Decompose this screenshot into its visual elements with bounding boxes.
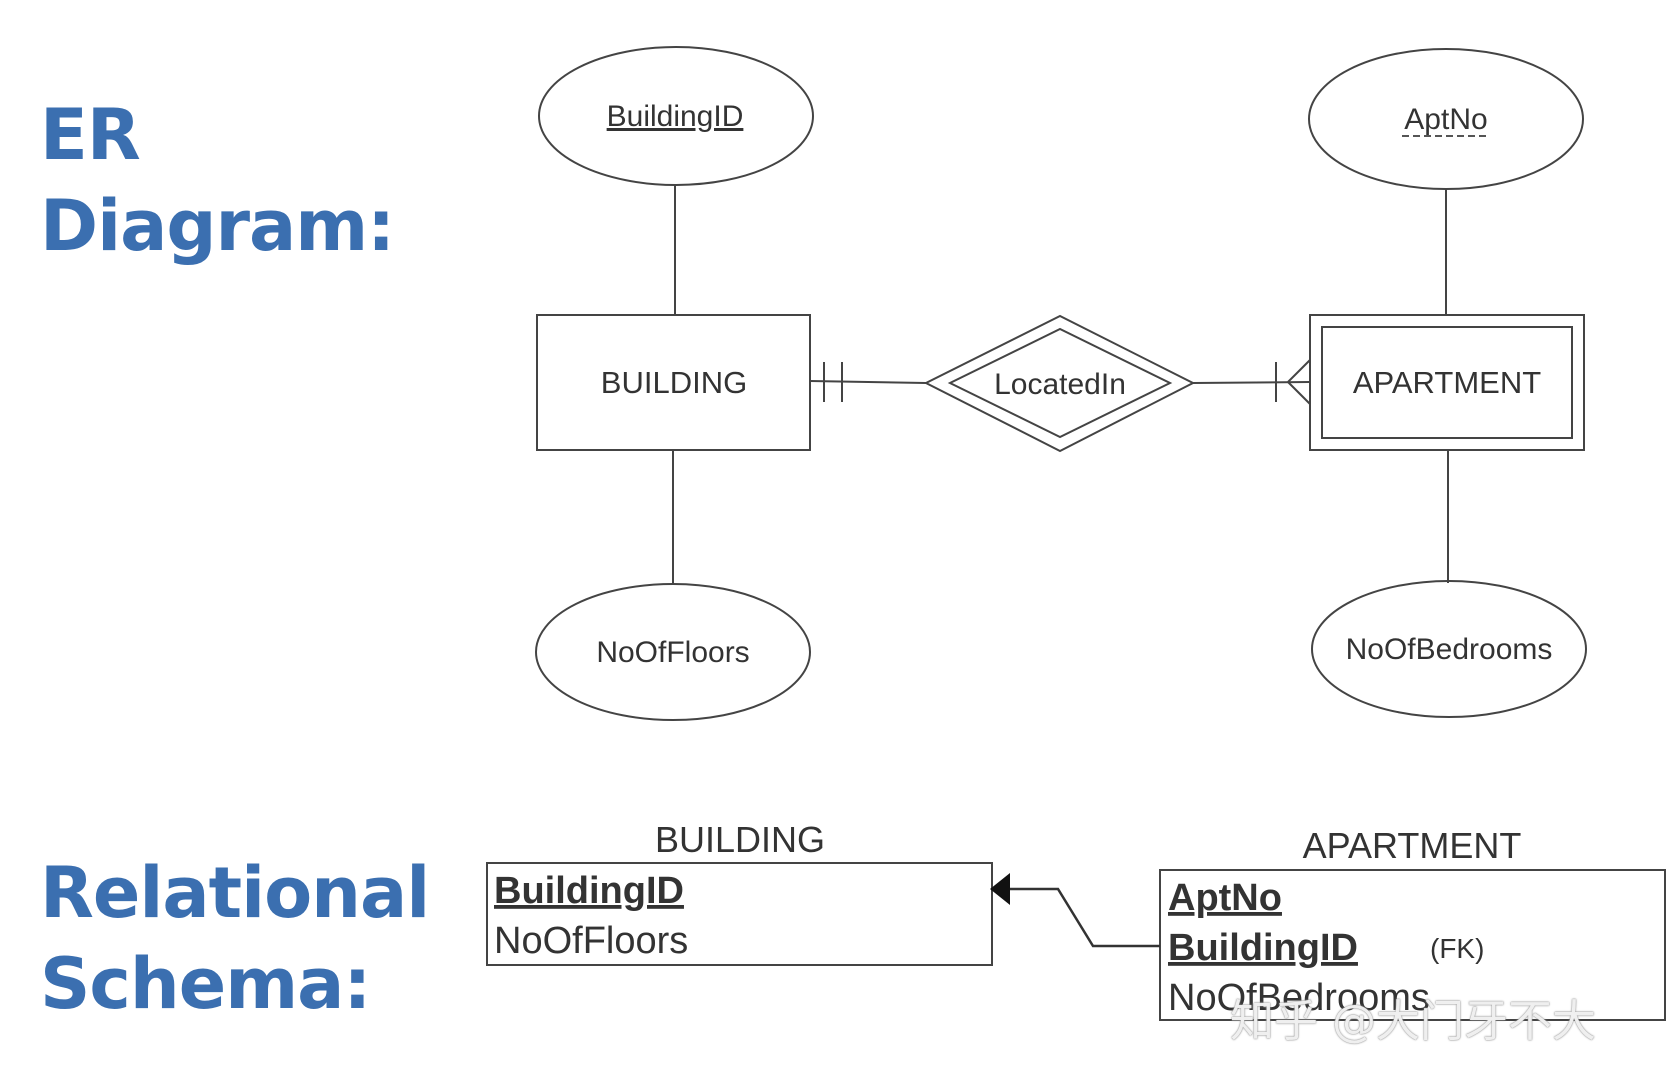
apartment-entity-outer — [1309, 314, 1585, 451]
crowfoot-lower — [1287, 381, 1311, 405]
located-in-relationship-label: LocatedIn — [994, 368, 1126, 401]
watermark-text: 知乎 @大门牙不大 — [1230, 996, 1596, 1047]
apartment-table-field: NoOfBedrooms — [1168, 977, 1430, 1019]
no-of-floors-attribute: NoOfFloors — [596, 636, 749, 669]
building-id-attribute: BuildingID — [607, 100, 744, 133]
building-entity-label: BUILDING — [601, 365, 747, 400]
foreign-key-note: (FK) — [1430, 933, 1484, 964]
located-in-diamond-inner — [947, 327, 1173, 439]
no-of-bedrooms-ellipse — [1311, 580, 1587, 718]
foreign-key-reference-line — [1008, 887, 1160, 948]
located-in-diamond-outer — [923, 314, 1196, 453]
er-diagram-heading: ER Diagram: — [40, 90, 395, 272]
building-id-ellipse — [538, 46, 814, 186]
no-of-bedrooms-attribute: NoOfBedrooms — [1346, 633, 1553, 666]
er-heading-line-2: Diagram: — [40, 185, 395, 267]
building-table-field: NoOfFloors — [494, 920, 688, 962]
building-entity-box — [536, 314, 811, 451]
relational-heading-line-2: Schema: — [40, 943, 371, 1025]
building-table-title: BUILDING — [655, 819, 825, 860]
building-relationship-line — [809, 380, 927, 384]
apartment-entity-label: APARTMENT — [1353, 365, 1541, 400]
apartment-relationship-line — [1192, 381, 1311, 384]
er-heading-line-1: ER — [40, 94, 141, 176]
building-table-pk: BuildingID — [494, 870, 684, 912]
apt-no-ellipse — [1308, 48, 1584, 190]
foreign-key-arrowhead — [990, 873, 1010, 905]
relational-heading-line-1: Relational — [40, 852, 430, 934]
apartment-table-pk: AptNo — [1168, 877, 1282, 919]
crowfoot-upper — [1287, 359, 1311, 383]
apartment-table-fk-field: BuildingID — [1168, 927, 1358, 969]
apartment-entity-inner — [1321, 326, 1573, 439]
apartment-table-title: APARTMENT — [1303, 825, 1522, 866]
no-of-floors-ellipse — [535, 583, 811, 721]
relational-schema-heading: Relational Schema: — [40, 848, 430, 1030]
apt-no-attribute: AptNo — [1404, 103, 1487, 136]
building-table-box — [486, 862, 993, 966]
